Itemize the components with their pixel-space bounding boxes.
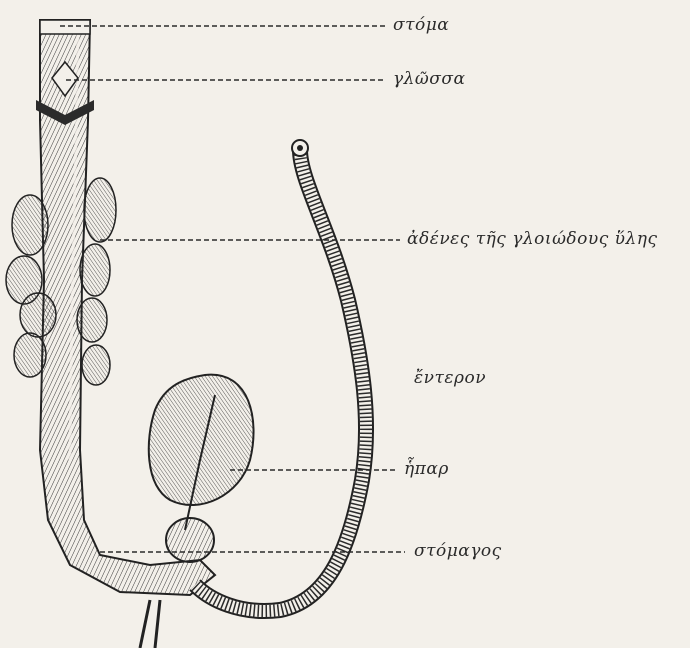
label-liver: ἧπαρ — [404, 461, 449, 478]
label-intestine: ἔντερον — [414, 370, 486, 387]
liver-shape — [149, 375, 254, 530]
label-tongue: γλῶσσα — [393, 71, 466, 88]
vessel-tail — [140, 600, 160, 648]
stomach-shape — [166, 518, 214, 562]
label-glands: ἀδένες τῆς γλοιώδους ὕλης — [407, 231, 657, 248]
label-mouth: στόμα — [393, 17, 449, 34]
label-stomach: στόμαγος — [414, 543, 502, 560]
